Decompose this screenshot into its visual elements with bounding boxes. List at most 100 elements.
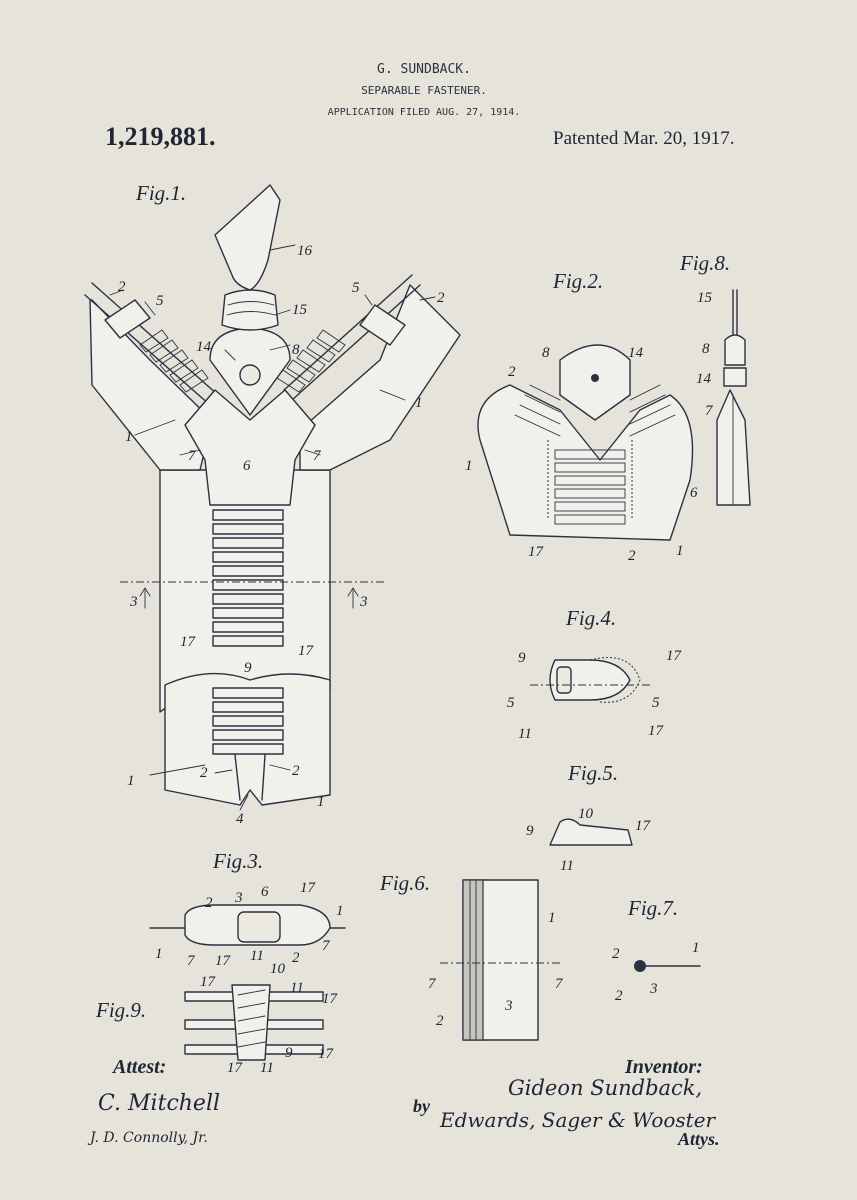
svg-text:15: 15 <box>697 290 713 306</box>
svg-text:Fig.3.: Fig.3. <box>212 849 263 873</box>
fig8-slider <box>716 389 751 506</box>
svg-text:1: 1 <box>317 794 325 810</box>
svg-text:1: 1 <box>336 903 344 919</box>
svg-text:2: 2 <box>292 950 300 966</box>
fig1-left-wing <box>89 299 213 471</box>
fig1-left-cord <box>84 282 219 406</box>
figure-3: Fig.3. 2 3 6 17 1 1 7 17 11 2 7 <box>149 849 346 969</box>
svg-text:15: 15 <box>292 302 308 318</box>
svg-text:3: 3 <box>504 998 513 1014</box>
svg-text:5: 5 <box>352 280 360 296</box>
figure-1: Fig.1. <box>84 181 461 827</box>
svg-text:17: 17 <box>635 818 652 834</box>
figure-6: Fig.6. 1 7 7 3 2 <box>379 871 564 1041</box>
svg-text:3: 3 <box>359 594 368 610</box>
svg-text:2: 2 <box>200 765 208 781</box>
svg-text:2: 2 <box>205 895 213 911</box>
svg-text:11: 11 <box>260 1060 274 1076</box>
svg-text:9: 9 <box>526 823 534 839</box>
svg-text:3: 3 <box>649 981 658 997</box>
svg-text:7: 7 <box>555 976 564 992</box>
fig1-interlocked-teeth <box>212 509 284 755</box>
fig5-tooth <box>549 818 633 846</box>
svg-text:17: 17 <box>666 648 683 664</box>
fig2-tapes <box>477 384 694 541</box>
witness-1-signature: C. Mitchell <box>98 1091 220 1116</box>
svg-text:1: 1 <box>548 910 556 926</box>
svg-text:8: 8 <box>702 341 710 357</box>
patent-number: 1,219,881. <box>105 122 216 151</box>
fig2-lug <box>559 344 631 421</box>
svg-text:5: 5 <box>507 695 515 711</box>
svg-text:17: 17 <box>227 1060 244 1076</box>
svg-text:5: 5 <box>652 695 660 711</box>
svg-text:2: 2 <box>628 548 636 564</box>
figure-4: Fig.4. 9 17 5 5 11 17 <box>507 606 683 742</box>
svg-text:2: 2 <box>437 290 445 306</box>
svg-text:1: 1 <box>415 395 423 411</box>
svg-text:5: 5 <box>156 293 164 309</box>
fig9-stack <box>231 984 271 1061</box>
svg-text:6: 6 <box>261 884 269 900</box>
svg-text:11: 11 <box>518 726 532 742</box>
svg-text:17: 17 <box>318 1046 335 1062</box>
figure-9: Fig.9. 17 10 11 17 17 9 17 11 <box>95 961 339 1076</box>
svg-text:17: 17 <box>180 634 197 650</box>
fig1-slider <box>184 389 316 506</box>
header-title: SEPARABLE FASTENER. <box>361 84 487 97</box>
svg-text:1: 1 <box>692 940 700 956</box>
svg-text:2: 2 <box>436 1013 444 1029</box>
svg-text:3: 3 <box>234 890 243 906</box>
figure-2: Fig.2. 8 14 2 1 17 2 1 <box>465 269 694 564</box>
svg-text:17: 17 <box>215 953 232 969</box>
svg-text:2: 2 <box>508 364 516 380</box>
svg-text:7: 7 <box>428 976 437 992</box>
svg-text:11: 11 <box>290 980 304 996</box>
fig1-knot <box>221 289 279 331</box>
svg-text:1: 1 <box>155 946 163 962</box>
fig2-teeth <box>514 384 676 525</box>
svg-text:14: 14 <box>696 371 712 387</box>
svg-text:11: 11 <box>560 858 574 874</box>
fig1-left-clamp <box>104 299 151 339</box>
svg-text:10: 10 <box>270 961 286 977</box>
attorneys-signature: Edwards, Sager & Wooster <box>439 1108 717 1132</box>
svg-text:7: 7 <box>313 448 322 464</box>
svg-text:2: 2 <box>612 946 620 962</box>
svg-text:8: 8 <box>292 342 300 358</box>
svg-text:17: 17 <box>300 880 317 896</box>
svg-text:14: 14 <box>628 345 644 361</box>
svg-text:14: 14 <box>196 339 212 355</box>
svg-text:17: 17 <box>298 643 315 659</box>
header-filed: APPLICATION FILED AUG. 27, 1914. <box>328 107 521 118</box>
svg-text:8: 8 <box>542 345 550 361</box>
figure-7: Fig.7. 2 1 2 3 <box>612 896 701 1004</box>
fig1-right-clamp <box>359 304 406 346</box>
svg-text:6: 6 <box>243 458 251 474</box>
svg-text:Fig.4.: Fig.4. <box>565 606 616 630</box>
svg-text:17: 17 <box>648 723 665 739</box>
svg-text:6: 6 <box>690 485 698 501</box>
svg-text:7: 7 <box>187 953 196 969</box>
svg-text:Fig.7.: Fig.7. <box>627 896 678 920</box>
svg-text:1: 1 <box>465 458 473 474</box>
svg-text:9: 9 <box>518 650 526 666</box>
fig1-right-wing <box>299 284 461 471</box>
inventor-label: Inventor: <box>624 1056 703 1078</box>
svg-text:17: 17 <box>200 974 217 990</box>
svg-text:Fig.2.: Fig.2. <box>552 269 603 293</box>
header-inventor: G. SUNDBACK. <box>377 62 471 77</box>
svg-text:Fig.9.: Fig.9. <box>95 998 146 1022</box>
fig1-right-teeth <box>276 329 346 393</box>
fig1-pivot <box>239 364 261 386</box>
fig1-pull-tab <box>214 184 281 291</box>
svg-text:10: 10 <box>578 806 594 822</box>
svg-text:1: 1 <box>125 429 133 445</box>
fig1-right-cord <box>283 274 421 401</box>
svg-text:16: 16 <box>297 243 313 259</box>
attest-label: Attest: <box>111 1056 166 1078</box>
fig1-label: Fig.1. <box>135 181 186 205</box>
svg-text:Fig.6.: Fig.6. <box>379 871 430 895</box>
